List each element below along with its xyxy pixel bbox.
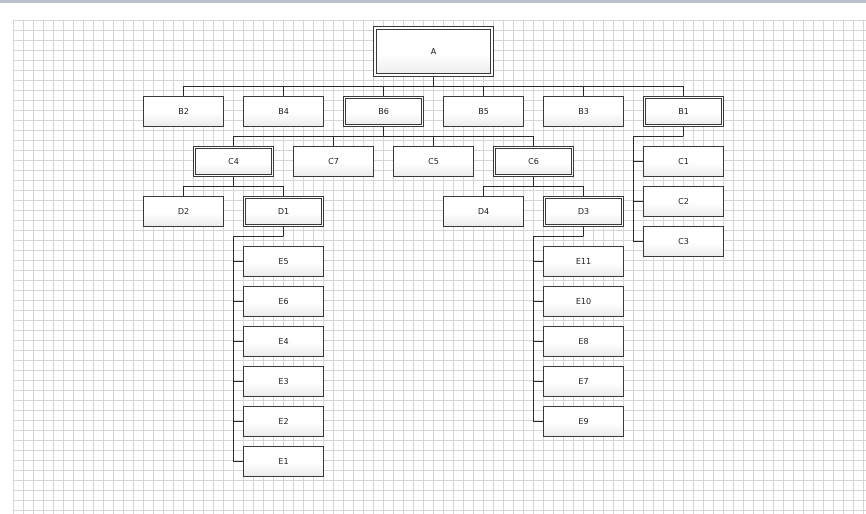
node-e7[interactable]: E7 xyxy=(543,366,624,397)
node-c5[interactable]: C5 xyxy=(393,146,474,177)
window-top-border xyxy=(0,0,866,3)
node-b3[interactable]: B3 xyxy=(543,96,624,127)
node-c2[interactable]: C2 xyxy=(643,186,724,217)
node-a[interactable]: A xyxy=(373,26,494,77)
node-c6[interactable]: C6 xyxy=(493,146,574,177)
node-e1[interactable]: E1 xyxy=(243,446,324,477)
node-c4[interactable]: C4 xyxy=(193,146,274,177)
node-b6[interactable]: B6 xyxy=(343,96,424,127)
node-b1[interactable]: B1 xyxy=(643,96,724,127)
node-e6[interactable]: E6 xyxy=(243,286,324,317)
node-c1[interactable]: C1 xyxy=(643,146,724,177)
node-d1[interactable]: D1 xyxy=(243,196,324,227)
node-d4[interactable]: D4 xyxy=(443,196,524,227)
node-b2[interactable]: B2 xyxy=(143,96,224,127)
node-e8[interactable]: E8 xyxy=(543,326,624,357)
node-b5[interactable]: B5 xyxy=(443,96,524,127)
node-e10[interactable]: E10 xyxy=(543,286,624,317)
node-e9[interactable]: E9 xyxy=(543,406,624,437)
node-c7[interactable]: C7 xyxy=(293,146,374,177)
node-b4[interactable]: B4 xyxy=(243,96,324,127)
node-d2[interactable]: D2 xyxy=(143,196,224,227)
node-e11[interactable]: E11 xyxy=(543,246,624,277)
node-e2[interactable]: E2 xyxy=(243,406,324,437)
node-e4[interactable]: E4 xyxy=(243,326,324,357)
node-e5[interactable]: E5 xyxy=(243,246,324,277)
node-c3[interactable]: C3 xyxy=(643,226,724,257)
node-e3[interactable]: E3 xyxy=(243,366,324,397)
node-d3[interactable]: D3 xyxy=(543,196,624,227)
